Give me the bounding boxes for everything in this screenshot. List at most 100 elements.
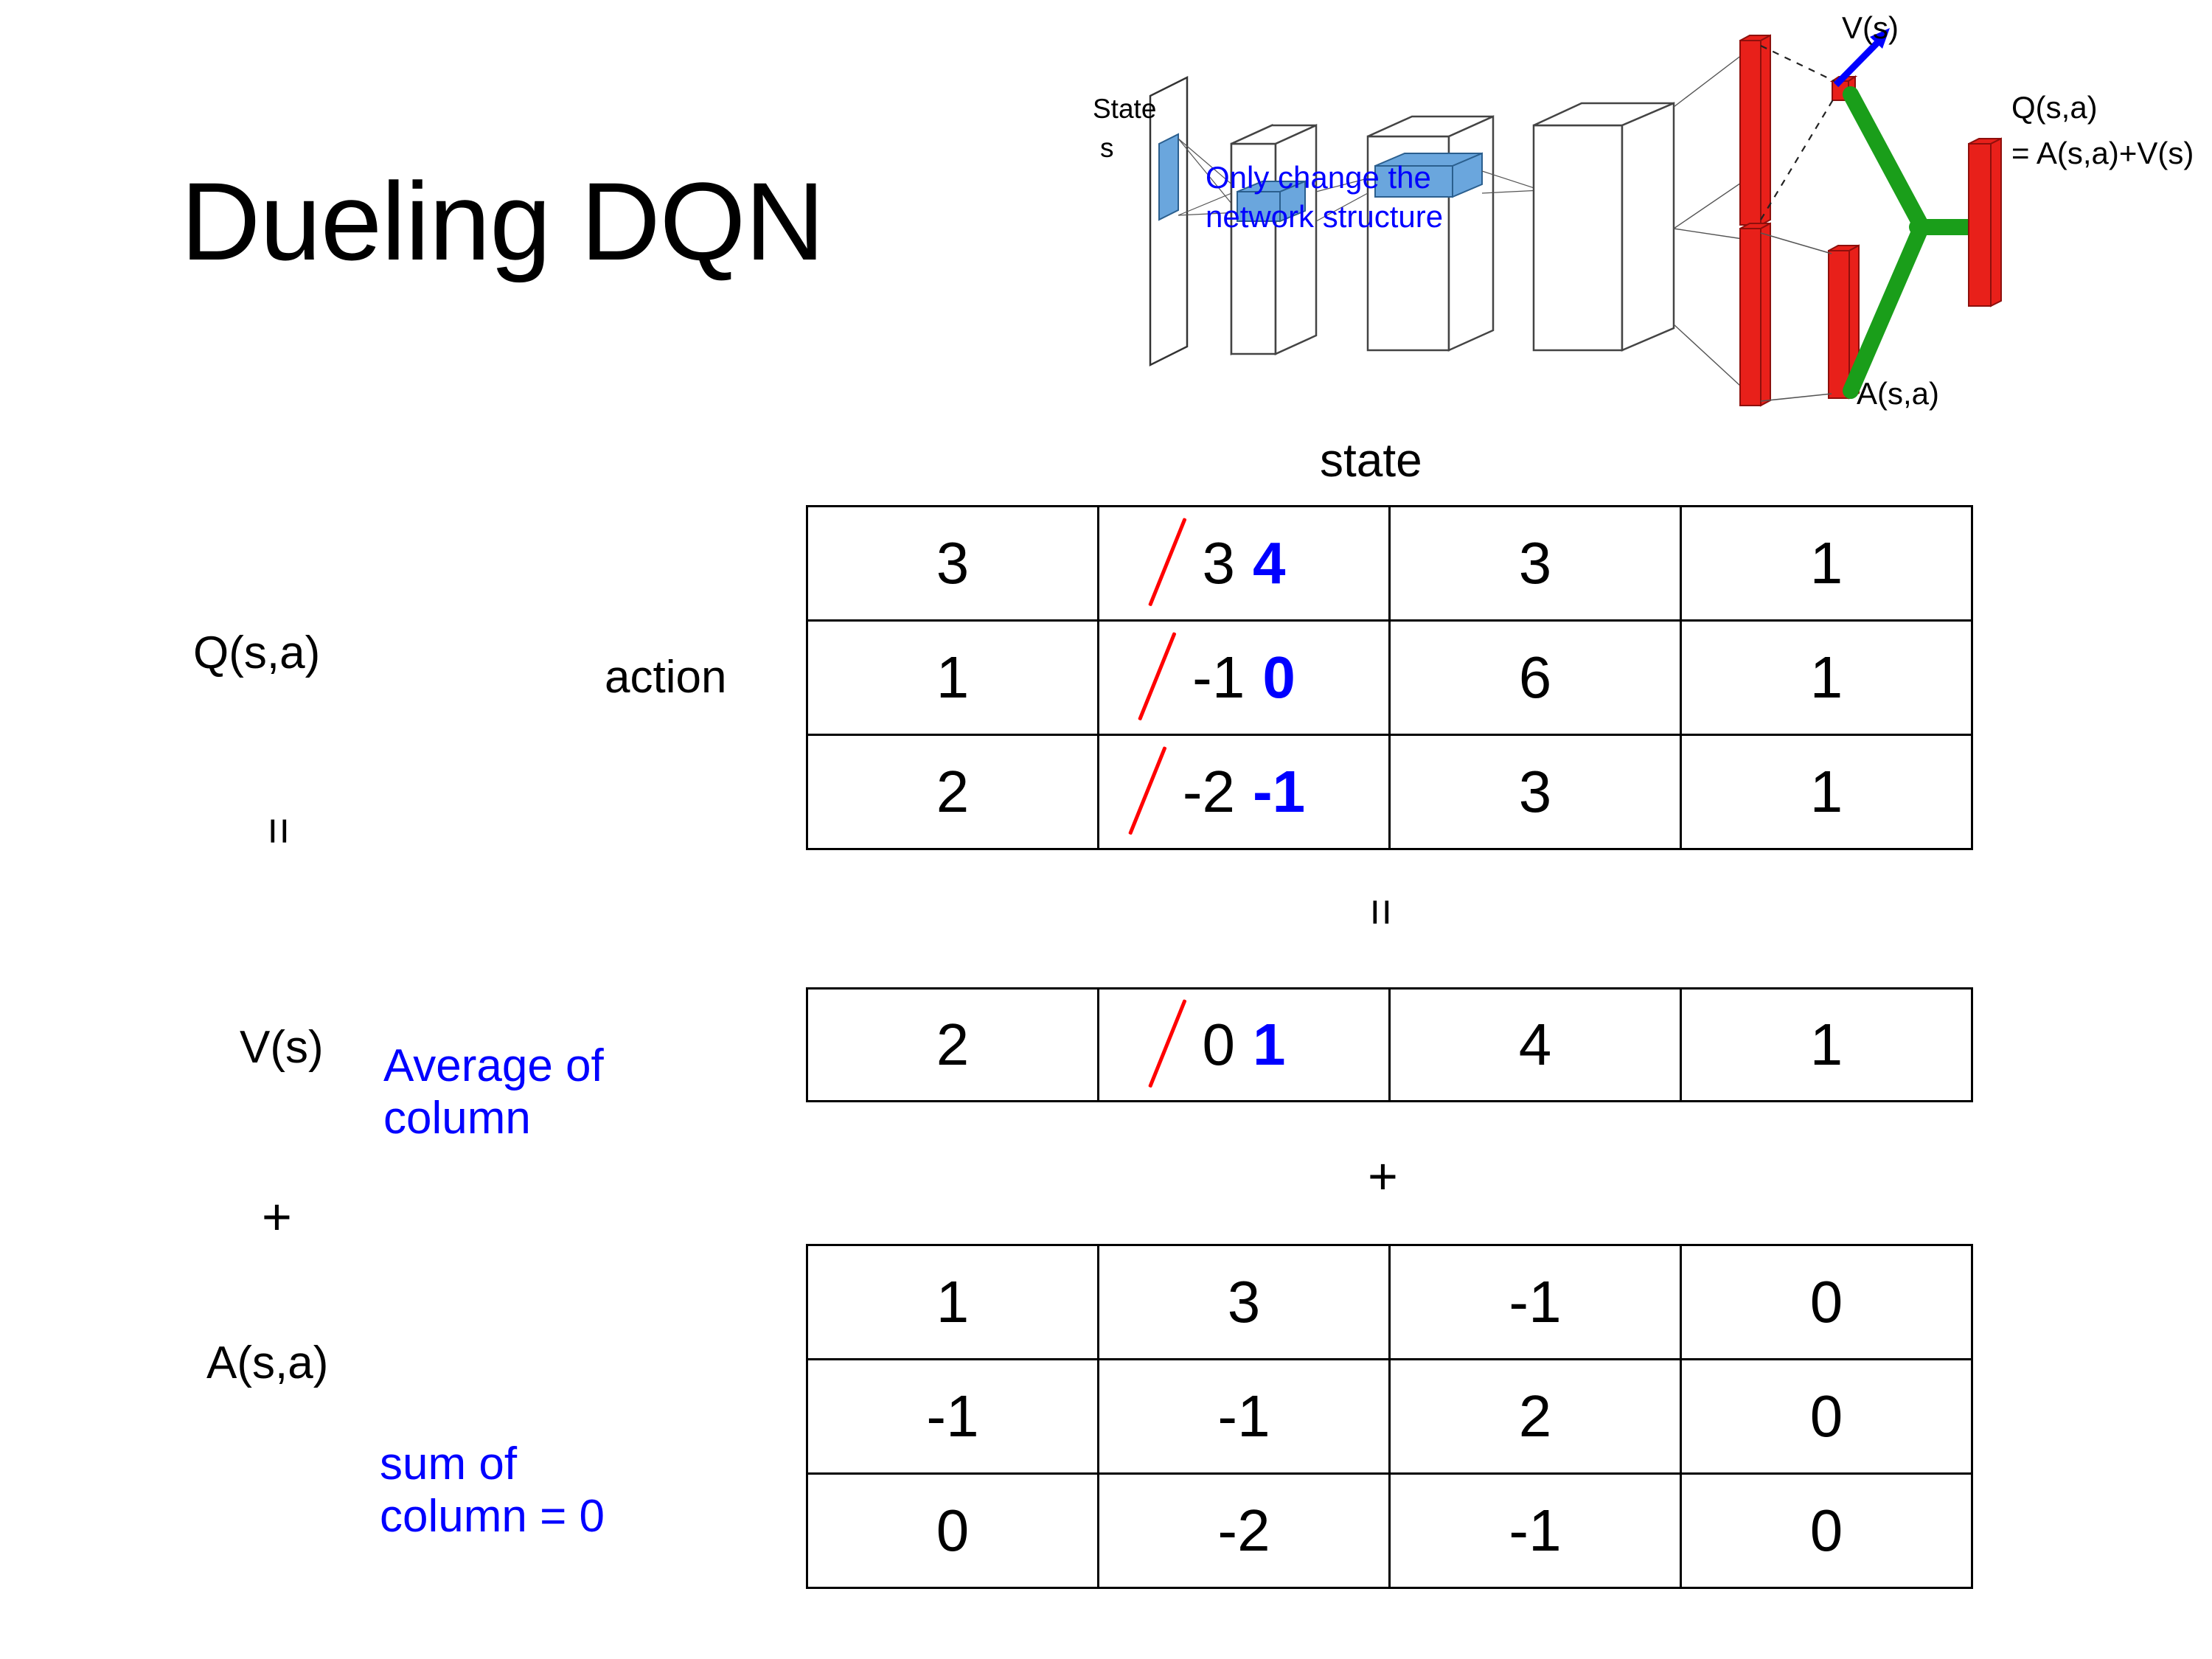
struck-value: 0 bbox=[1202, 1012, 1236, 1077]
a-function-label: A(s,a) bbox=[206, 1338, 329, 1388]
table-cell: -1 bbox=[806, 1358, 1099, 1475]
cell-value: 3 bbox=[1227, 1269, 1261, 1335]
table-cell: 2 bbox=[1388, 1358, 1682, 1475]
cell-value: 1 bbox=[1809, 1012, 1843, 1077]
table-cell: 2 bbox=[806, 734, 1099, 850]
cell-value: 1 bbox=[1809, 644, 1843, 710]
table-cell: 1 bbox=[1680, 734, 1973, 850]
table-cell: 0 bbox=[1680, 1244, 1973, 1360]
sum-of-column-note: sum of column = 0 bbox=[380, 1438, 605, 1543]
diagram-q-label-line2: = A(s,a)+V(s) bbox=[2011, 136, 2194, 170]
cell-value: 2 bbox=[936, 759, 970, 824]
corrected-value: 1 bbox=[1253, 1012, 1286, 1077]
struck-value: -1 bbox=[1192, 644, 1245, 710]
cell-value: 1 bbox=[1809, 530, 1843, 596]
table-cell: -1 bbox=[1097, 1358, 1391, 1475]
cell-value: 0 bbox=[1809, 1383, 1843, 1449]
cell-value: 2 bbox=[936, 1012, 970, 1077]
dueling-network-diagram: State s V(s) A(s,a) Q(s,a) = A(s,a)+V(s)… bbox=[1091, 7, 2197, 420]
table-cell: 1 bbox=[1680, 987, 1973, 1102]
q-output-bar bbox=[1968, 137, 2002, 307]
action-axis-label: action bbox=[605, 652, 727, 703]
table-cell: 3 bbox=[1388, 734, 1682, 850]
struck-value: 3 bbox=[1202, 530, 1236, 596]
corrected-cell: -1 0 bbox=[1192, 644, 1295, 712]
cell-value: 6 bbox=[1518, 644, 1552, 710]
table-row: 1 3 -1 0 bbox=[806, 1244, 1973, 1360]
sum-note-line1: sum of bbox=[380, 1439, 518, 1489]
cell-value: -2 bbox=[1217, 1498, 1270, 1563]
equals-operator-left: = bbox=[253, 807, 306, 855]
table-cell: -2-1 bbox=[1097, 734, 1391, 850]
a-value-table: 1 3 -1 0 -1 -1 2 0 0 -2 -1 0 bbox=[806, 1244, 1973, 1589]
table-row: 0 -2 -1 0 bbox=[806, 1472, 1973, 1589]
state-axis-label: state bbox=[1320, 434, 1422, 487]
cell-value: 0 bbox=[1809, 1498, 1843, 1563]
value-arrow-icon bbox=[1833, 28, 1890, 88]
corrected-value: 4 bbox=[1253, 530, 1286, 596]
table-cell: 3 bbox=[806, 505, 1099, 622]
average-of-column-note: Average of column bbox=[383, 1040, 604, 1145]
diagram-note: Only change the network structure bbox=[1206, 159, 1443, 236]
diagram-q-label-line1: Q(s,a) bbox=[2011, 90, 2098, 125]
connection-lines-2 bbox=[1315, 170, 1542, 222]
value-hidden-bar bbox=[1739, 34, 1771, 226]
table-cell: 3 bbox=[1097, 1244, 1391, 1360]
cell-value: -1 bbox=[1509, 1498, 1562, 1563]
corrected-value: -1 bbox=[1253, 759, 1306, 824]
value-head-dashed-lines bbox=[1760, 45, 1835, 220]
equals-glyph: = bbox=[252, 817, 306, 845]
table-cell: 1 bbox=[1680, 505, 1973, 622]
diagram-advantage-label: A(s,a) bbox=[1857, 376, 1939, 411]
q-function-label: Q(s,a) bbox=[193, 627, 321, 678]
table-cell: 1 bbox=[1680, 619, 1973, 736]
table-cell: 0 bbox=[806, 1472, 1099, 1589]
table-cell: 0 bbox=[1680, 1472, 1973, 1589]
input-conv-patch bbox=[1158, 133, 1179, 221]
diagram-state-label-line1: State bbox=[1093, 94, 1156, 124]
table-cell: 2 bbox=[806, 987, 1099, 1102]
corrected-value: 0 bbox=[1262, 644, 1295, 710]
advantage-hidden-bar bbox=[1739, 222, 1771, 407]
advantage-output-bar bbox=[1828, 244, 1860, 400]
diagram-note-line1: Only change the bbox=[1206, 160, 1431, 195]
cell-value: 1 bbox=[936, 644, 970, 710]
cell-value: 1 bbox=[1809, 759, 1843, 824]
diagram-note-line2: network structure bbox=[1206, 198, 1444, 234]
table-cell: 1 bbox=[806, 1244, 1099, 1360]
cell-value: -1 bbox=[926, 1383, 979, 1449]
cell-value: -1 bbox=[1217, 1383, 1270, 1449]
conv-patch-1 bbox=[1237, 180, 1306, 223]
conv-block-3 bbox=[1532, 102, 1675, 352]
plus-operator-middle: + bbox=[1368, 1147, 1398, 1205]
merge-connector bbox=[1843, 86, 1983, 399]
table-cell: -1 bbox=[1388, 1244, 1682, 1360]
cell-value: 3 bbox=[936, 530, 970, 596]
cell-value: 0 bbox=[1809, 1269, 1843, 1335]
corrected-cell: -2-1 bbox=[1183, 758, 1305, 826]
diagram-value-label: V(s) bbox=[1842, 10, 1899, 45]
average-note-line2: column bbox=[383, 1093, 531, 1144]
table-cell: 1 bbox=[806, 619, 1099, 736]
table-row: -1 -1 2 0 bbox=[806, 1358, 1973, 1475]
v-function-label: V(s) bbox=[240, 1022, 324, 1073]
table-cell: 4 bbox=[1388, 987, 1682, 1102]
table-row: 2 -2-1 3 1 bbox=[806, 734, 1973, 850]
table-row: 1 -1 0 6 1 bbox=[806, 619, 1973, 736]
conv-patch-2 bbox=[1374, 152, 1483, 198]
cell-value: 2 bbox=[1518, 1383, 1552, 1449]
cell-value: 0 bbox=[936, 1498, 970, 1563]
table-cell: 3 bbox=[1388, 505, 1682, 622]
table-cell: -1 0 bbox=[1097, 619, 1391, 736]
table-cell: -2 bbox=[1097, 1472, 1391, 1589]
table-cell: 6 bbox=[1388, 619, 1682, 736]
table-cell: 0 bbox=[1680, 1358, 1973, 1475]
